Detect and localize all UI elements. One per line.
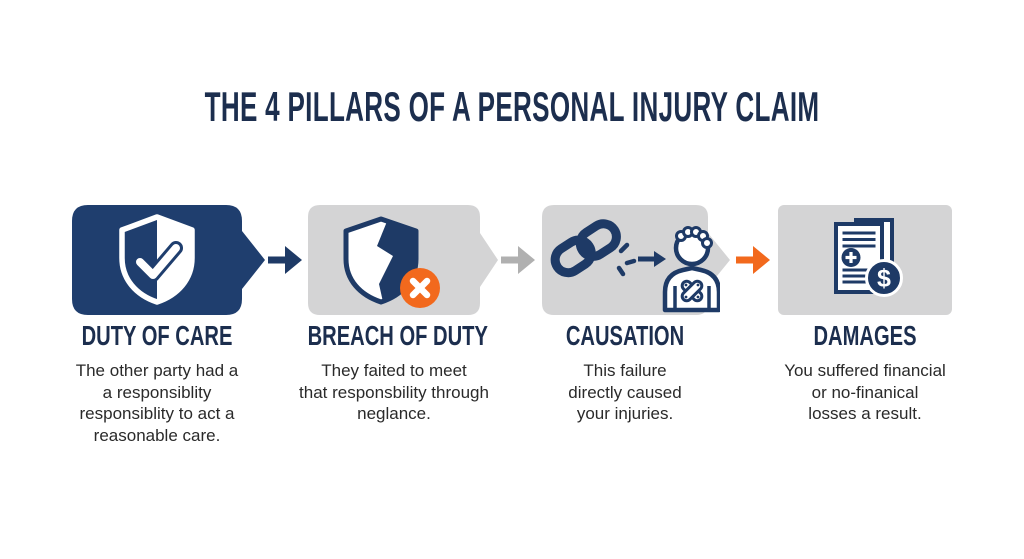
shield-check-icon	[119, 214, 195, 305]
pillar-desc-causation: This failure directly caused your injuri…	[568, 361, 682, 423]
x-badge	[400, 268, 440, 308]
pillar-title-breach-of-duty: BREACH OF DUTY	[307, 320, 488, 351]
small-arrow	[638, 251, 666, 267]
svg-text:$: $	[877, 265, 891, 293]
pillar-desc-duty-of-care: The other party had a a responsiblity re…	[75, 361, 239, 445]
medical-bill-dollar-icon: $	[834, 218, 903, 297]
arrow-right-icon	[501, 246, 535, 274]
chain-links	[550, 219, 621, 278]
pillar-title-damages: DAMAGES	[813, 320, 917, 351]
pillar-title-duty-of-care: DUTY OF CARE	[81, 320, 233, 351]
arrow-right-icon	[268, 246, 302, 274]
pillar-desc-breach-of-duty: They faited to meet that responsbility t…	[299, 361, 489, 423]
pillar-desc-damages: You suffered financial or no-finanical l…	[784, 361, 946, 423]
dollar-badge: $	[865, 259, 903, 297]
page-title: THE 4 PILLARS OF A PERSONAL INJURY CLAIM	[204, 83, 820, 130]
broken-shield-x-icon	[343, 216, 440, 308]
break-sparks	[616, 242, 637, 277]
arrow-right-icon	[736, 246, 770, 274]
injured-person	[662, 226, 720, 313]
medical-cross-badge	[841, 248, 861, 267]
chest-bandage	[680, 279, 704, 303]
pillar-title-causation: CAUSATION	[565, 320, 685, 351]
broken-chain-injured-person-icon	[550, 219, 720, 313]
